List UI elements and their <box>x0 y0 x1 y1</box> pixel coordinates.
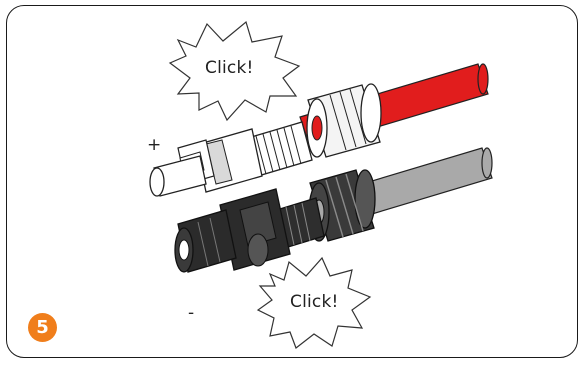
positive-cable-nut <box>307 84 381 157</box>
click-label-bottom: Click! <box>290 294 339 311</box>
positive-sign: + <box>147 137 161 154</box>
negative-sign: - <box>188 305 194 322</box>
click-label-top: Click! <box>205 60 254 77</box>
negative-connector <box>175 189 324 272</box>
positive-connector <box>150 122 312 196</box>
step-number-badge: 5 <box>28 313 57 342</box>
